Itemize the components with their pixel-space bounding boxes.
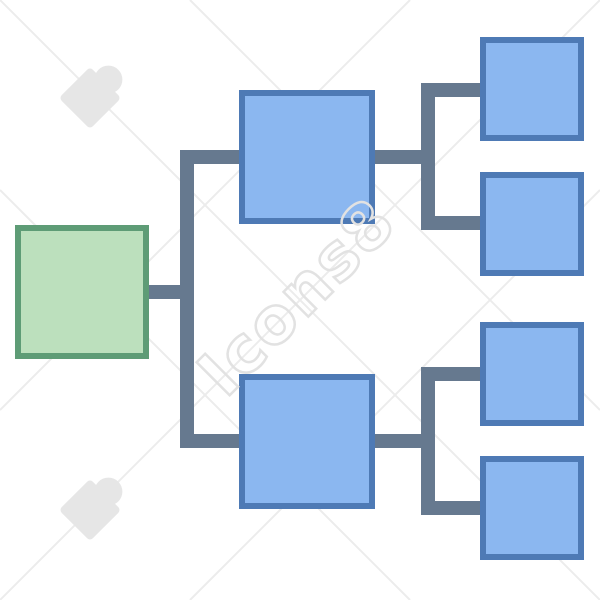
connector-root-branch: [180, 150, 242, 448]
mid-node-bottom: [239, 374, 375, 509]
watermark-logo-bottom-left: [60, 477, 123, 540]
tree-nodes: [15, 37, 584, 560]
connector-lines: [148, 83, 483, 515]
connector-mid-top-branch: [421, 83, 483, 230]
leaf-node-3: [480, 322, 584, 426]
leaf-node-1: [480, 37, 584, 141]
watermark-logo-top-left: [60, 65, 123, 128]
leaf-node-4: [480, 456, 584, 560]
mid-node-top: [239, 90, 375, 224]
connector-mid-bottom-branch: [421, 367, 483, 515]
root-node: [15, 225, 149, 359]
leaf-node-2: [480, 172, 584, 276]
